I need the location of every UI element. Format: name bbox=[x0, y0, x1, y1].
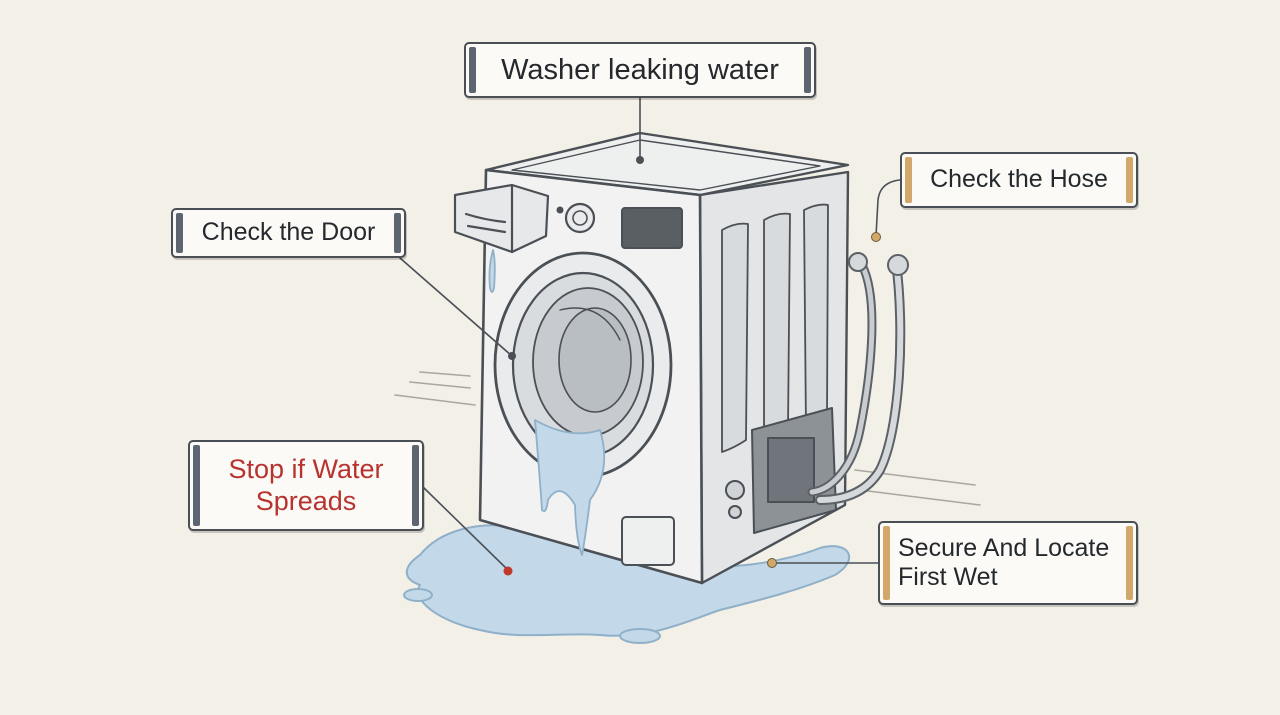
control-display bbox=[621, 207, 683, 249]
stop-callout-text: Stop if Water Spreads bbox=[228, 453, 384, 516]
leader-lines bbox=[399, 97, 901, 571]
pointer-dot-hose bbox=[871, 232, 881, 242]
title-text: Washer leaking water bbox=[501, 53, 779, 86]
water-drop bbox=[403, 588, 433, 602]
secure-callout-text: Secure And Locate First Wet bbox=[898, 533, 1110, 592]
hose-callout-text: Check the Hose bbox=[930, 165, 1108, 194]
door-callout: Check the Door bbox=[171, 208, 406, 258]
pointer-dot-title bbox=[636, 156, 644, 164]
title-callout: Washer leaking water bbox=[464, 42, 816, 98]
pointer-dot-door bbox=[508, 352, 516, 360]
secure-callout: Secure And Locate First Wet bbox=[878, 521, 1138, 605]
detergent-drawer bbox=[453, 183, 550, 254]
door-callout-text: Check the Door bbox=[201, 218, 376, 247]
pointer-dot-stop bbox=[503, 566, 513, 576]
washer-top-inset bbox=[511, 139, 821, 191]
pointer-dot-secure bbox=[767, 558, 777, 568]
water-drips bbox=[488, 249, 606, 556]
control-knob bbox=[564, 202, 596, 234]
side-ribs bbox=[721, 203, 829, 453]
hose-callout: Check the Hose bbox=[900, 152, 1138, 208]
stop-callout: Stop if Water Spreads bbox=[188, 440, 424, 531]
water-drop bbox=[619, 628, 661, 644]
water-hoses bbox=[807, 252, 909, 505]
drain-pump bbox=[725, 407, 837, 534]
washer-door bbox=[493, 251, 673, 479]
service-panel bbox=[621, 516, 675, 566]
